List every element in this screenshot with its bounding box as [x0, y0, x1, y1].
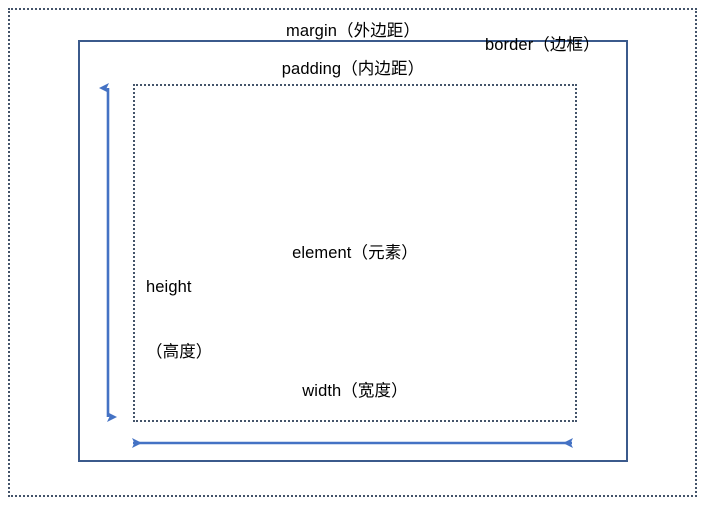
height-label: height （高度）	[146, 233, 212, 407]
margin-box	[8, 8, 697, 497]
element-label: element（元素）	[292, 244, 418, 262]
padding-label: padding（内边距）	[281, 60, 425, 78]
width-label: width（宽度）	[302, 382, 408, 400]
padding-box	[133, 84, 577, 422]
height-label-en: height	[146, 277, 192, 296]
height-label-cn: （高度）	[146, 342, 213, 361]
border-box	[78, 40, 628, 462]
margin-label: margin（外边距）	[285, 22, 421, 40]
border-label: border（边框）	[485, 36, 600, 54]
